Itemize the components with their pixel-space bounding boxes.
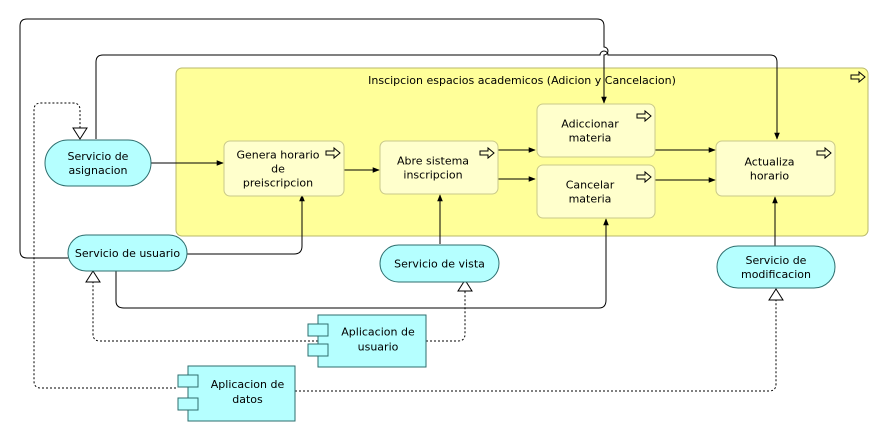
node-label-line: Abre sistema [397, 155, 469, 168]
realize-head-asignacion [72, 127, 88, 140]
process-arrow-icon [479, 146, 495, 160]
node-label-line: Adiccionar [561, 118, 619, 131]
process-arrow-icon [816, 146, 832, 160]
node-label-line: horario [750, 170, 790, 183]
node-label-line: Servicio de [68, 150, 129, 163]
component-icon [307, 323, 329, 357]
component-icon [177, 374, 199, 411]
node-label-line: datos [232, 393, 263, 406]
node-label-line: materia [569, 193, 612, 206]
component-app-usuario[interactable]: Aplicacion de usuario [307, 314, 427, 368]
process-arrow-icon [636, 170, 652, 184]
service-vista[interactable]: Servicio de vista [379, 244, 500, 283]
realize-head-vista [457, 279, 473, 292]
node-label-line: Cancelar [566, 179, 615, 192]
node-label-line: inscripcion [403, 169, 462, 182]
process-arrow-icon [325, 146, 341, 160]
node-label-line: Aplicacion de [211, 378, 285, 391]
node-label-line: Servicio de usuario [75, 247, 180, 260]
realize-appusuario-usuario [92, 282, 318, 342]
process-arrow-icon [850, 70, 866, 84]
node-label-line: Aplicacion de [341, 326, 415, 339]
edge-asignacion-actualiza [95, 50, 780, 140]
connections [19, 18, 784, 392]
service-usuario[interactable]: Servicio de usuario [67, 234, 188, 272]
node-label-line: de [271, 163, 285, 176]
node-label-line: preiscripcion [243, 177, 313, 190]
process-arrow-icon [636, 109, 652, 123]
edge-usuario-genera [186, 194, 305, 255]
node-label-line: Genera horario [236, 149, 319, 162]
node-label-line: modificacion [741, 268, 811, 281]
realize-appusuario-vista [426, 291, 466, 342]
node-label-line: asignacion [68, 164, 127, 177]
node-label-line: Actualiza [744, 156, 794, 169]
process-container[interactable]: Inscipcion espacios academicos (Adicion … [175, 67, 869, 237]
realize-appdatos-modificacion [295, 300, 777, 392]
realize-head-usuario [85, 270, 101, 283]
realize-head-modificacion [768, 288, 784, 301]
node-label-line: Servicio de [746, 254, 807, 267]
realize-appdatos-asignacion [33, 102, 176, 389]
edge-usuario-cancelar [115, 218, 609, 309]
edge-usuario-adicionar [19, 18, 609, 259]
node-label-line: Servicio de vista [394, 258, 485, 271]
node-label-line: usuario [358, 341, 399, 354]
process-label: Inscipcion espacios academicos (Adicion … [368, 74, 676, 87]
node-label-line: materia [569, 132, 612, 145]
component-app-datos[interactable]: Aplicacion de datos [177, 365, 296, 422]
